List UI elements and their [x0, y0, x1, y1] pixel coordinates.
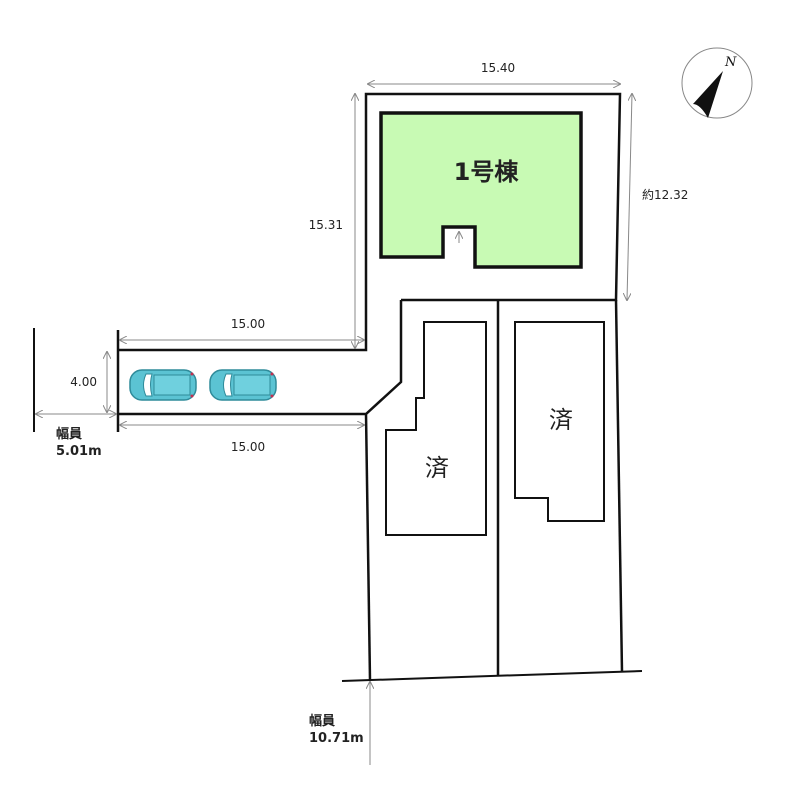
dim-right-depth: 約12.32 — [642, 187, 688, 202]
dimension-lines — [36, 84, 632, 765]
dim-pole-top: 15.00 — [231, 317, 265, 331]
sold-label-right: 済 — [549, 406, 573, 434]
compass-north-label: N — [724, 55, 737, 70]
north-compass-icon: N — [681, 47, 753, 119]
building-1-footprint[interactable] — [379, 111, 583, 269]
building-1-label: 1号棟 — [454, 158, 520, 186]
road-width-west: 5.01m — [56, 444, 102, 459]
road-label-west: 幅員 — [56, 426, 82, 442]
road-label-south: 幅員 — [309, 713, 335, 729]
lot-boundaries — [33, 92, 643, 682]
sold-house-left — [385, 321, 487, 536]
sold-label-left: 済 — [425, 454, 449, 482]
road-width-south: 10.71m — [309, 731, 364, 746]
car-icon — [129, 369, 197, 401]
dim-pole-bottom: 15.00 — [231, 440, 265, 454]
sold-house-right — [514, 321, 605, 522]
dim-top-width: 15.40 — [481, 61, 515, 75]
dim-pole-width: 4.00 — [70, 375, 97, 389]
car-icon — [209, 369, 277, 401]
dim-left-depth: 15.31 — [309, 218, 343, 232]
